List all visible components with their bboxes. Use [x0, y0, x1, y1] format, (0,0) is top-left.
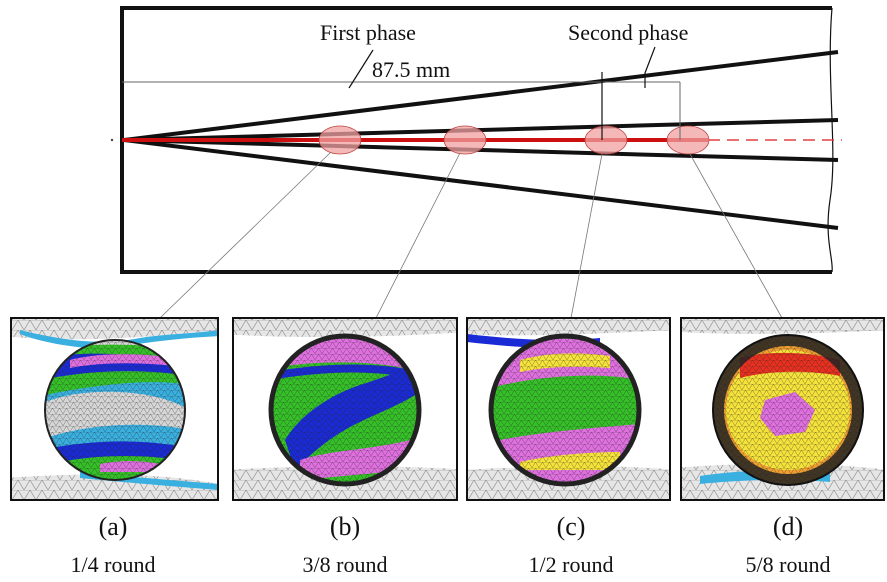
panel-b-letter: (b): [330, 512, 360, 541]
upper-die-mesh: [11, 318, 218, 340]
upper-die-mesh: [681, 318, 884, 334]
panel-d-letter: (d): [773, 512, 803, 541]
panel-b-caption: 3/8 round: [303, 552, 388, 577]
panel-a-letter: (a): [99, 512, 128, 541]
ball-c: [491, 336, 639, 484]
zoom-leader-a: [159, 151, 332, 319]
ball-d: [713, 335, 863, 485]
lower-die-line: [123, 138, 839, 230]
panel-b-frame: [232, 317, 458, 501]
upper-die-mesh: [233, 318, 457, 338]
ball-b: [271, 336, 419, 484]
second-phase-leader: [644, 46, 656, 88]
panel-a-frame: [10, 317, 219, 501]
panel-c-frame: [466, 317, 671, 501]
upper-die-line: [123, 50, 839, 142]
contact-zone-b: [443, 125, 487, 155]
panel-c-letter: (c): [557, 512, 586, 541]
second-phase-label: Second phase: [568, 20, 688, 45]
contact-zone-a: [318, 125, 362, 155]
panel-c: (c) 1/2 round: [466, 317, 671, 577]
contact-zone-c: [584, 125, 628, 155]
distance-label: 87.5 mm: [372, 57, 450, 82]
inner-upper-line: [123, 118, 839, 142]
panel-d: (d) 5/8 round: [680, 317, 885, 577]
panel-d-frame: [680, 317, 885, 501]
panel-a: (a) 1/4 round: [10, 317, 219, 577]
zoom-leader-b: [375, 152, 461, 319]
schematic-break-line: [827, 7, 834, 273]
zoom-leader-c: [570, 153, 603, 319]
zoom-leader-d: [689, 153, 783, 319]
panel-a-caption: 1/4 round: [71, 552, 156, 577]
first-phase-leader: [348, 49, 374, 89]
inner-lower-line: [123, 138, 839, 162]
upper-die-mesh: [467, 318, 670, 336]
panel-b: (b) 3/8 round: [232, 317, 458, 577]
axis-origin-dot: [110, 138, 114, 142]
first-phase-label: First phase: [320, 20, 416, 45]
panel-c-caption: 1/2 round: [529, 552, 614, 577]
top-schematic: First phase Second phase 87.5 mm: [110, 6, 842, 319]
panel-d-caption: 5/8 round: [746, 552, 831, 577]
contact-zone-d: [666, 125, 710, 155]
